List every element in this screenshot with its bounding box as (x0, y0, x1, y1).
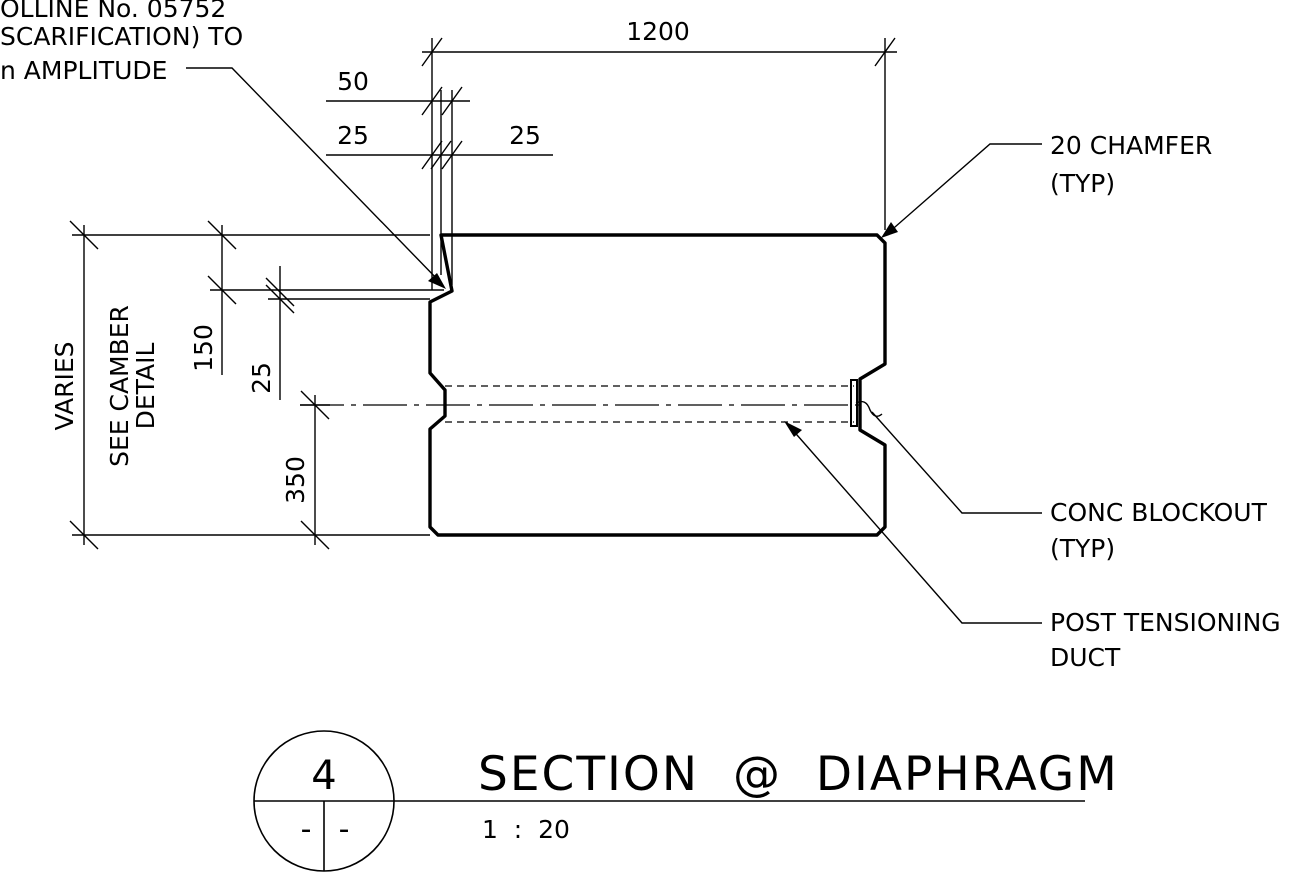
camber-text-line2: DETAIL (131, 343, 160, 430)
dim-25-tick-2 (430, 140, 452, 170)
note-blockout-line2: (TYP) (1050, 534, 1115, 563)
dim-150-tick-top (207, 220, 237, 250)
note-chamfer-line2: (TYP) (1050, 169, 1115, 198)
note-blockout-line1: CONC BLOCKOUT (1050, 498, 1268, 527)
note-chamfer-arrowhead (881, 222, 898, 238)
dim-50-tick-1 (421, 86, 443, 116)
sheet-ref-left: - (301, 812, 312, 847)
dim-1200-tick-right (874, 37, 896, 67)
note-duct-arrowhead (784, 421, 802, 437)
camber-text-line1: SEE CAMBER (105, 305, 134, 467)
note-top-left-leader (186, 67, 441, 283)
dim-350-tick-bottom (300, 520, 330, 550)
sheet-ref-right: - (339, 812, 350, 847)
dim-50-tick-2 (441, 86, 463, 116)
dim-25v-text: 25 (247, 362, 276, 394)
note-chamfer-leader (886, 143, 1042, 235)
concrete-section-outline (428, 233, 887, 537)
drawing-title: SECTION @ DIAPHRAGM (478, 747, 1119, 802)
dim-25-left-text: 25 (337, 121, 369, 150)
dim-25-tick-3 (441, 140, 463, 170)
varies-text: VARIES (50, 341, 79, 430)
dim-25-tick-1 (421, 140, 443, 170)
note-top-left-line2: SCARIFICATION) TO (0, 22, 243, 51)
dim-varies-tick-bottom (69, 520, 99, 550)
dim-25-right-text: 25 (509, 121, 541, 150)
note-duct-leader (789, 426, 1042, 624)
dim-1200-tick-left (421, 37, 443, 67)
dim-25v-tick-1 (265, 277, 295, 307)
detail-number: 4 (311, 753, 336, 799)
dim-150-text: 150 (189, 324, 218, 372)
dim-varies-tick-top (69, 220, 99, 250)
note-top-left-arrowhead (428, 273, 446, 289)
note-top-left-line1: OLLINE No. 05752 (0, 0, 226, 23)
blockout-squiggle (855, 400, 883, 417)
dim-50-text: 50 (337, 67, 369, 96)
dim-25v-tick-2 (265, 284, 295, 314)
dim-1200-text: 1200 (626, 17, 690, 46)
note-blockout-leader (871, 411, 1042, 514)
dim-350-tick-top (300, 390, 330, 420)
dim-350-text: 350 (281, 456, 310, 504)
dim-150-tick-bottom (207, 275, 237, 305)
note-chamfer-line1: 20 CHAMFER (1050, 131, 1212, 160)
drawing-scale: 1 : 20 (482, 815, 570, 844)
note-top-left-line3: n AMPLITUDE (0, 56, 167, 85)
note-duct-line2: DUCT (1050, 643, 1121, 672)
note-duct-line1: POST TENSIONING (1050, 608, 1281, 637)
